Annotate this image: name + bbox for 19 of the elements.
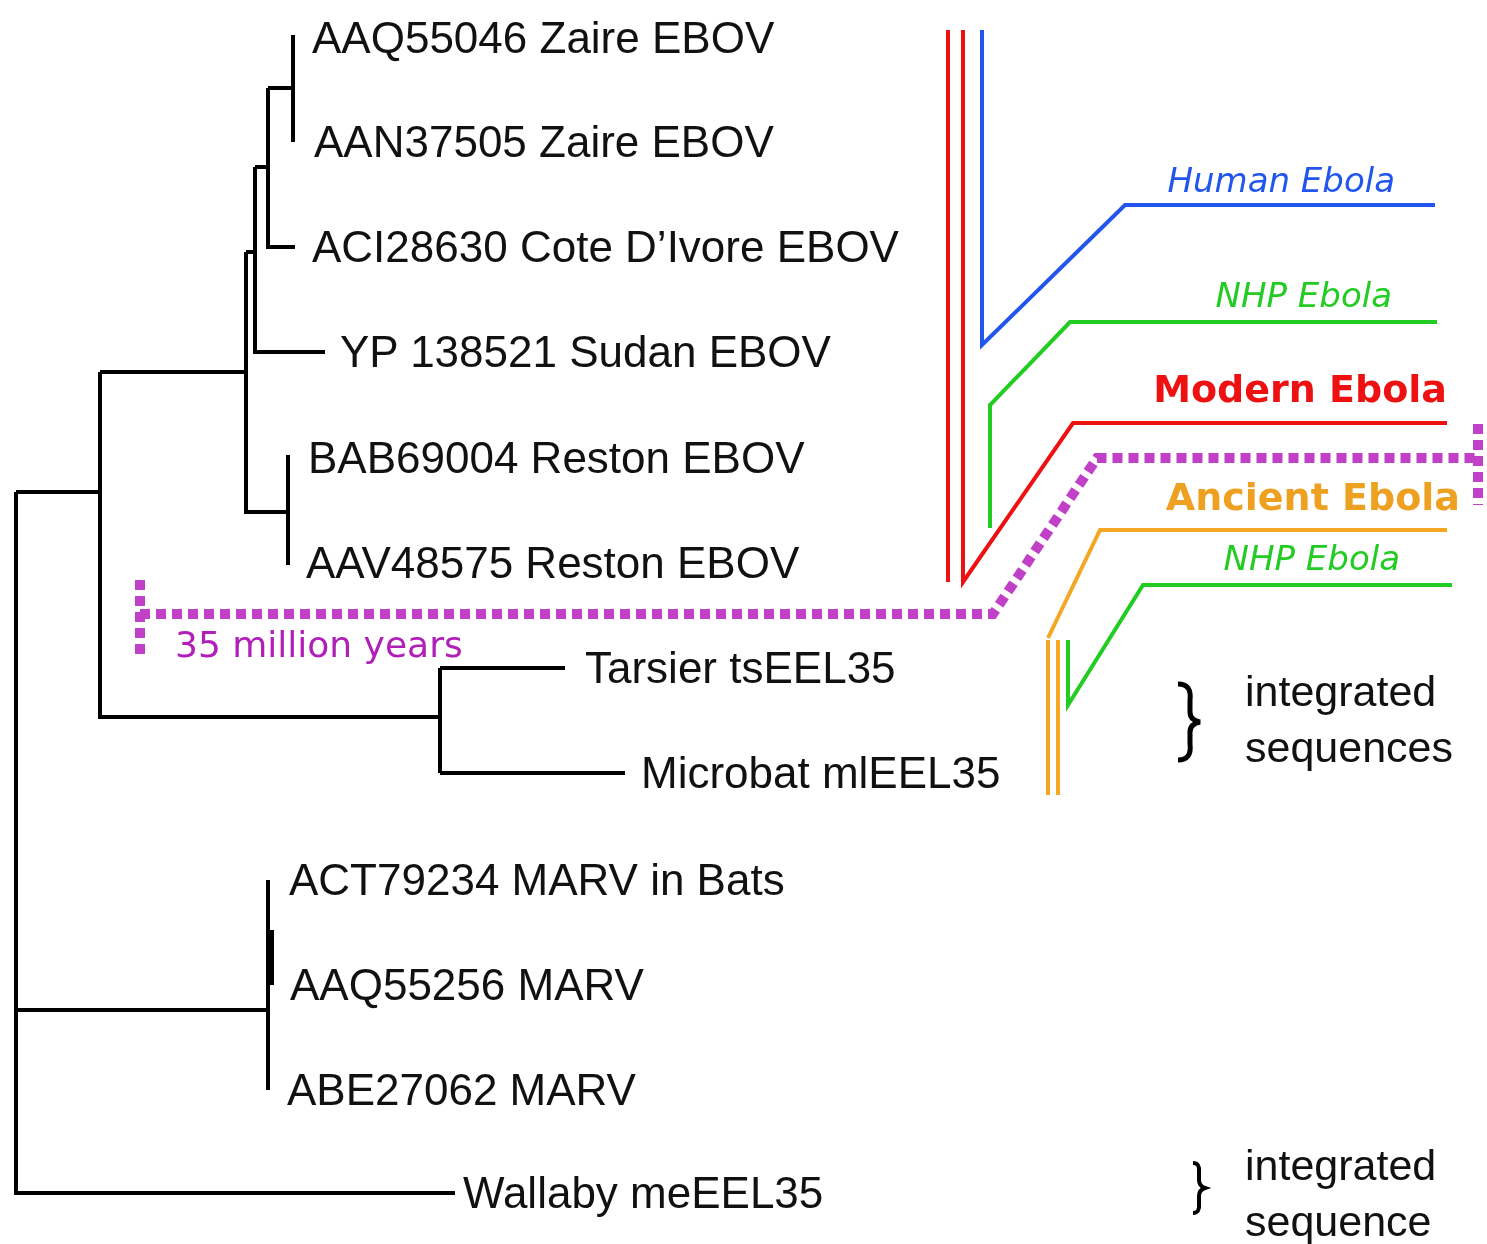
taxon-label: Wallaby meEEL35 [463, 1167, 824, 1220]
taxon-label: ABE27062 MARV [287, 1064, 636, 1117]
taxon-label: AAQ55046 Zaire EBOV [312, 12, 775, 65]
taxon-label: AAQ55256 MARV [290, 959, 644, 1012]
annotation-text: integrated sequences [1245, 666, 1454, 773]
clade-label: Ancient Ebola [1165, 474, 1460, 522]
taxon-label: ACT79234 MARV in Bats [289, 854, 785, 907]
clade-label: Modern Ebola [1153, 366, 1447, 414]
clade-label: NHP Ebola [1223, 536, 1400, 580]
clade-label: NHP Ebola [1215, 273, 1392, 317]
clade-label: Human Ebola [1167, 158, 1395, 202]
taxon-label: Tarsier tsEEL35 [585, 642, 896, 695]
scale-label: 35 million years [175, 622, 463, 667]
taxon-label: YP 138521 Sudan EBOV [340, 326, 831, 379]
taxon-label: ACI28630 Cote D’Ivore EBOV [312, 221, 899, 274]
taxon-label: Microbat mlEEL35 [641, 747, 1001, 800]
taxon-label: AAN37505 Zaire EBOV [314, 116, 774, 169]
taxon-label: AAV48575 Reston EBOV [306, 537, 800, 590]
taxon-label: BAB69004 Reston EBOV [308, 432, 805, 485]
